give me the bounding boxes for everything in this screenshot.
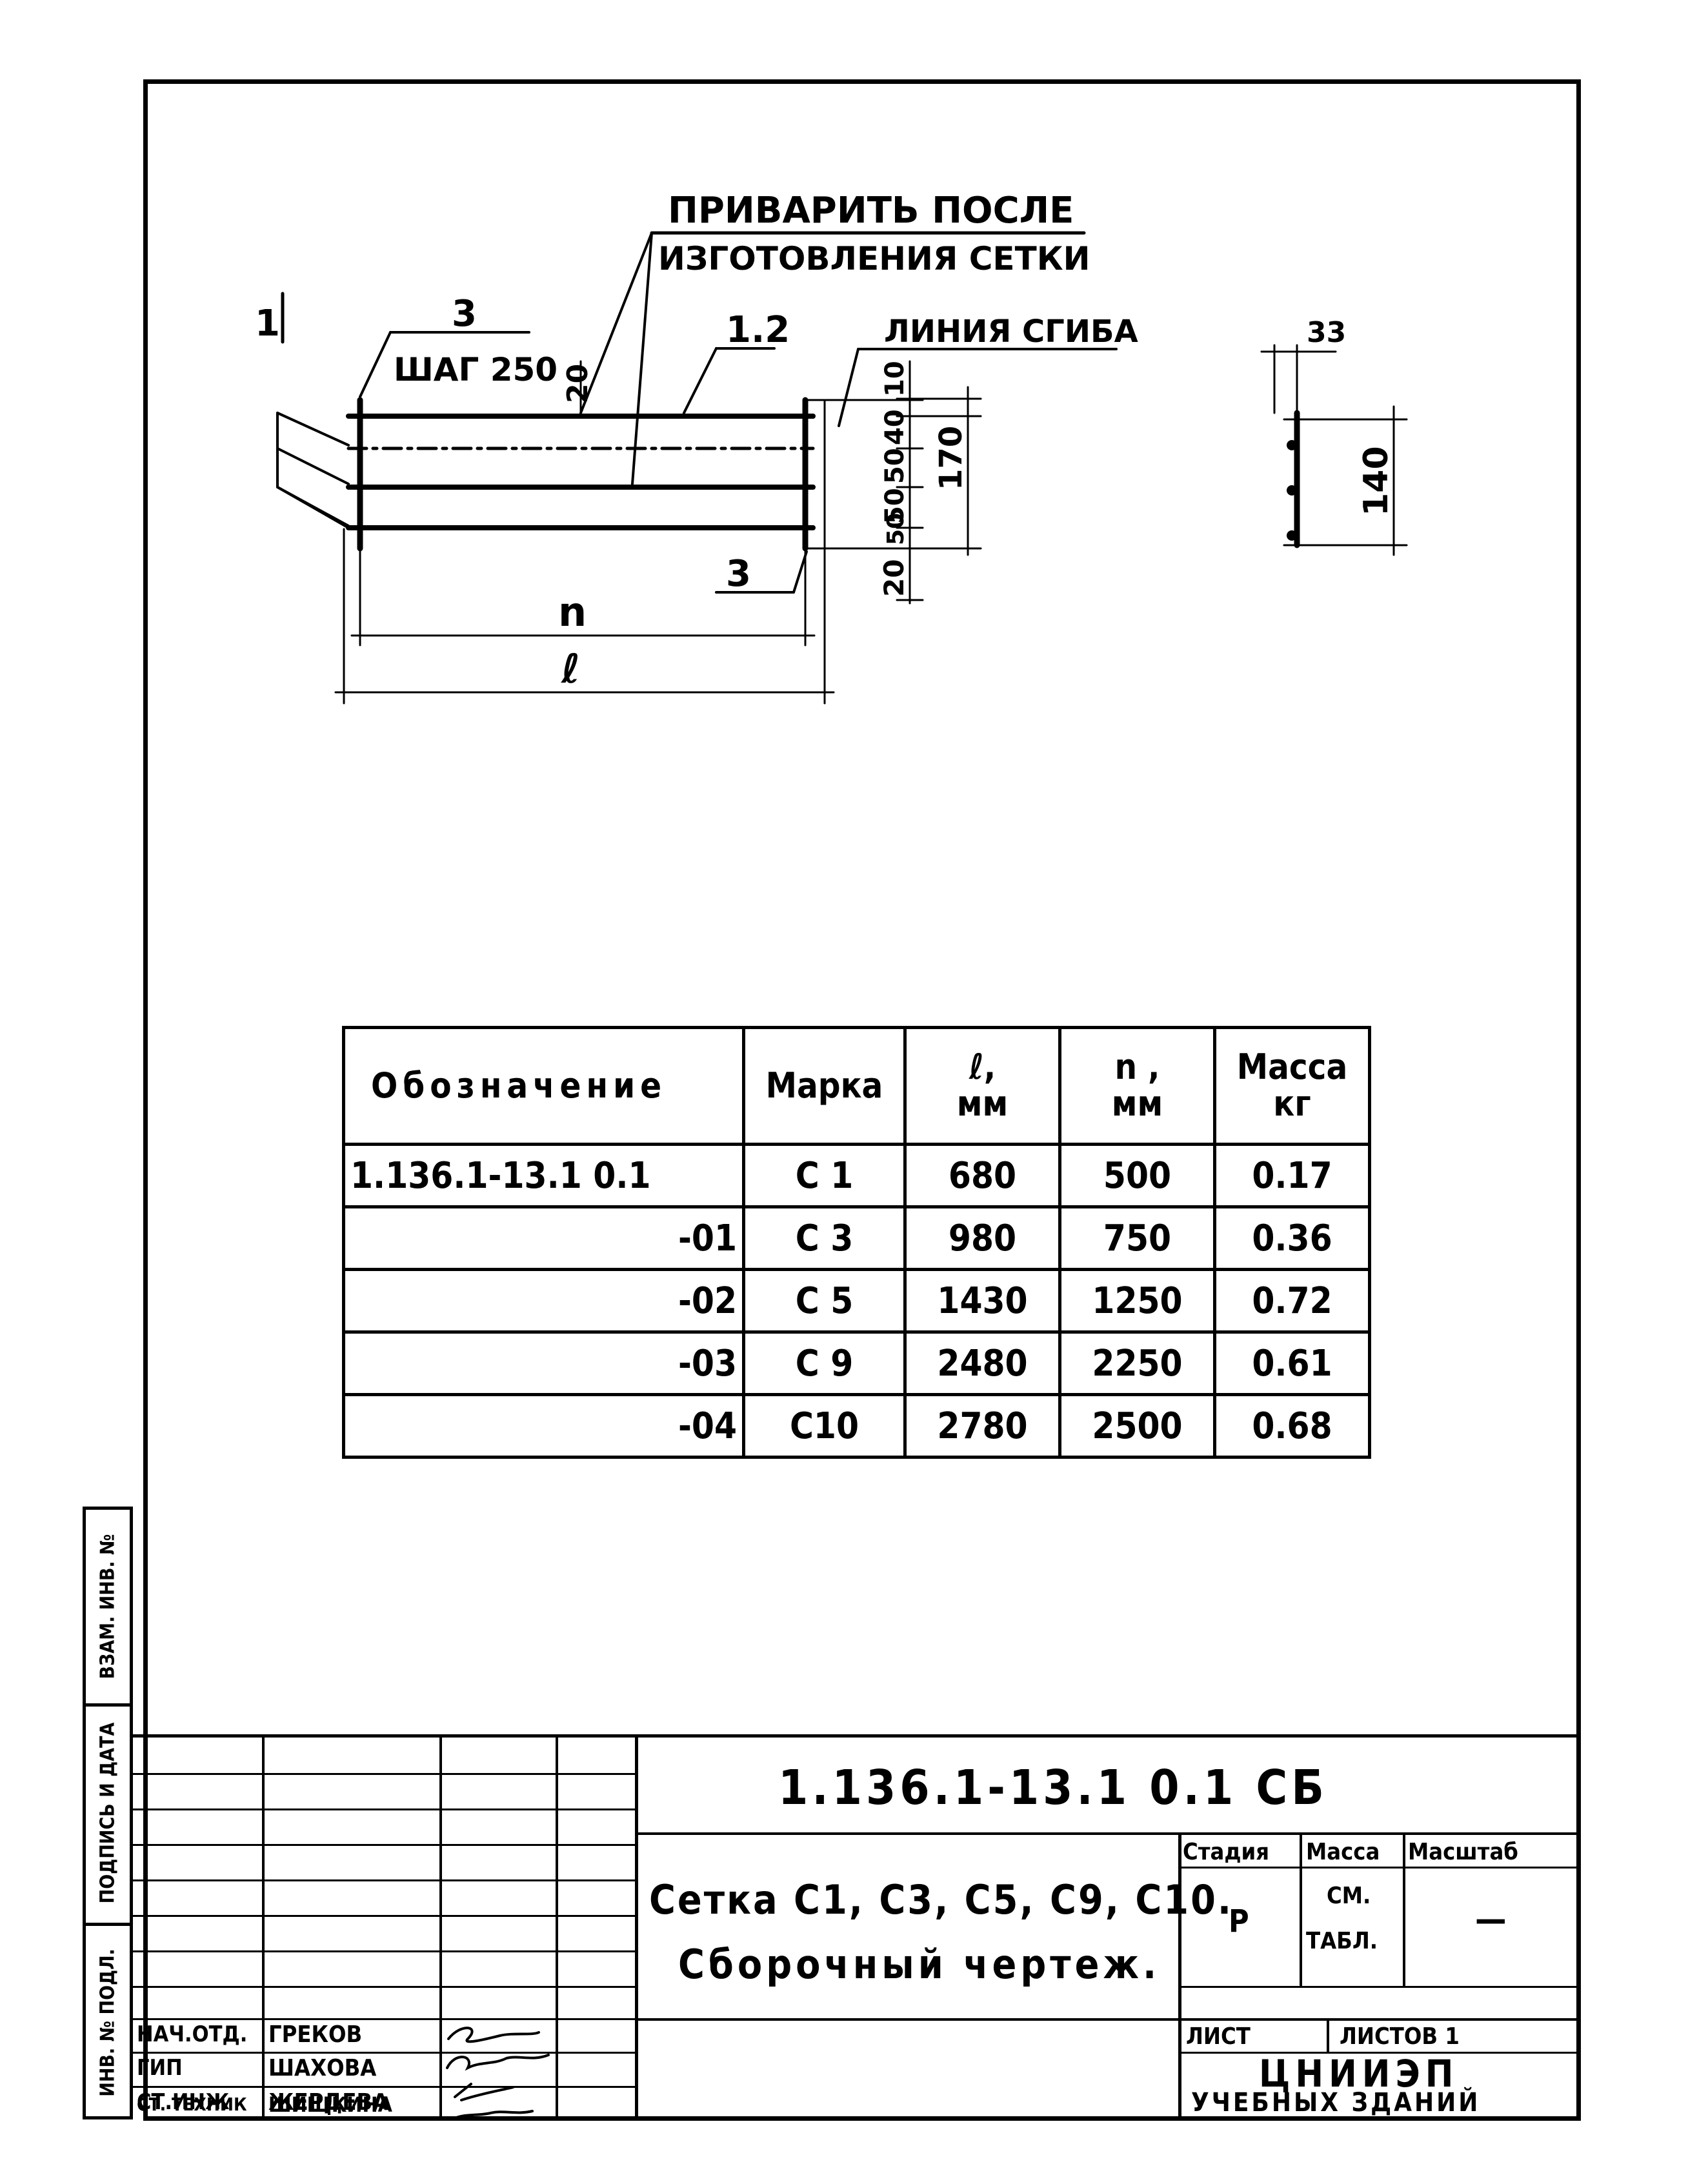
dim-50-c: 50 [883,513,909,545]
mass-label: Масса [1306,1839,1380,1865]
person-name: ГРЕКОВ [268,2021,363,2048]
mass-cell: 0.61 [1213,1330,1371,1396]
table-row: -03 С 9 2480 2250 0.61 [342,1330,1371,1396]
n-cell: 1250 [1058,1268,1216,1334]
title-line1: Сетка С1, С3, С5, С9, С10. [649,1876,1234,1923]
person-name: ЖЕРДЕВА [268,2089,389,2116]
dim-20-top: 20 [561,364,594,403]
inv-orig-label: ИНВ. № ПОДЛ. [96,1949,119,2097]
mark-cell: С10 [742,1393,907,1459]
table-row: 1.136.1-13.1 0.1 С 1 680 500 0.17 [342,1143,1371,1208]
title-line2: Сборочный чертеж. [678,1941,1161,1988]
dim-170: 170 [933,426,969,490]
title-block: 1.136.1-13.1 0.1 СБ Сетка С1, С3, С5, С9… [133,1734,1581,2121]
dim-l: ℓ [561,645,580,692]
role-label: НАЧ.ОТД. [137,2021,248,2047]
dim-140: 140 [1357,446,1396,516]
drawing-frame [143,79,1581,2121]
n-cell: 500 [1058,1143,1216,1208]
organization-line2: УЧЕБНЫХ ЗДАНИЙ [1191,2088,1481,2118]
stage-label: Стадия [1183,1839,1270,1865]
mass-cell: 0.72 [1213,1268,1371,1334]
role-label: СТ.ИНЖ [137,2089,230,2115]
header-l-mm: ℓ,мм [903,1026,1061,1146]
designation-cell: -04 [342,1393,745,1459]
dim-50-b: 50 [880,488,910,524]
mark-cell: С 3 [742,1205,907,1271]
position-1-2-label: 1.2 [726,309,790,351]
stage-value: Р [1229,1903,1249,1939]
sheet-label: ЛИСТ [1186,2023,1251,2050]
designation-cell: -03 [342,1330,745,1396]
designation-cell: -02 [342,1268,745,1334]
table-row: -01 С 3 980 750 0.36 [342,1205,1371,1271]
l-cell: 680 [903,1143,1061,1208]
mass-value-line1: СМ. [1327,1883,1371,1909]
sheets-label: ЛИСТОВ 1 [1340,2023,1460,2050]
dim-40: 40 [880,409,910,445]
dim-50-a: 50 [880,448,910,484]
mesh-assembly-drawing: ПРИВАРИТЬ ПОСЛЕ ИЗГОТОВЛЕНИЯ СЕТКИ 1 3 Ш… [255,190,1408,705]
mass-cell: 0.68 [1213,1393,1371,1459]
dim-10: 10 [880,361,910,397]
bend-line-label: ЛИНИЯ СГИБА [884,314,1138,350]
weld-note-line1: ПРИВАРИТЬ ПОСЛЕ [668,190,1074,232]
l-cell: 1430 [903,1268,1061,1334]
mass-cell: 0.17 [1213,1143,1371,1208]
position-3-top-label: 3 [452,293,477,335]
sign-date-label: ПОДПИСЬ И ДАТА [96,1722,119,1904]
header-mark: Марка [742,1026,907,1146]
document-code: 1.136.1-13.1 0.1 СБ [778,1760,1328,1816]
mass-cell: 0.36 [1213,1205,1371,1271]
dim-33: 33 [1307,316,1346,349]
dim-20-bottom: 20 [878,559,910,597]
mass-value-line2: ТАБЛ. [1306,1928,1378,1954]
l-cell: 2480 [903,1330,1061,1396]
inv-replace-label: ВЗАМ. ИНВ. № [96,1534,119,1679]
role-label: СТ. ТЕХНИК [137,2094,247,2115]
scale-value: — [1475,1899,1507,1939]
role-label: ГИП [137,2055,183,2081]
left-margin-stamp: ВЗАМ. ИНВ. № ПОДПИСЬ И ДАТА ИНВ. № ПОДЛ. [83,1507,133,2119]
weld-note-line2: ИЗГОТОВЛЕНИЯ СЕТКИ [658,240,1090,277]
mark-cell: С 9 [742,1330,907,1396]
designation-cell: -01 [342,1205,745,1271]
n-cell: 2500 [1058,1393,1216,1459]
position-3-bottom-label: 3 [726,553,751,595]
mark-cell: С 5 [742,1268,907,1334]
signatures [446,2027,550,2121]
n-cell: 750 [1058,1205,1216,1271]
step-label: ШАГ 250 [394,351,558,388]
header-n-mm: n ,мм [1058,1026,1216,1146]
organization-line1: ЦНИИЭП [1259,2052,1459,2096]
dim-n: n [558,588,587,636]
position-1-label: 1 [255,303,280,345]
l-cell: 2780 [903,1393,1061,1459]
table-row: -02 С 5 1430 1250 0.72 [342,1268,1371,1334]
scale-label: Масштаб [1408,1839,1518,1865]
person-name: ШАХОВА [268,2055,377,2081]
designation-cell: 1.136.1-13.1 0.1 [342,1143,745,1208]
l-cell: 980 [903,1205,1061,1271]
person-name: ШИЩКИНА [268,2092,392,2117]
n-cell: 2250 [1058,1330,1216,1396]
header-designation: Обозначение [342,1026,745,1146]
table-row: -04 С10 2780 2500 0.68 [342,1393,1371,1459]
mark-cell: С 1 [742,1143,907,1208]
